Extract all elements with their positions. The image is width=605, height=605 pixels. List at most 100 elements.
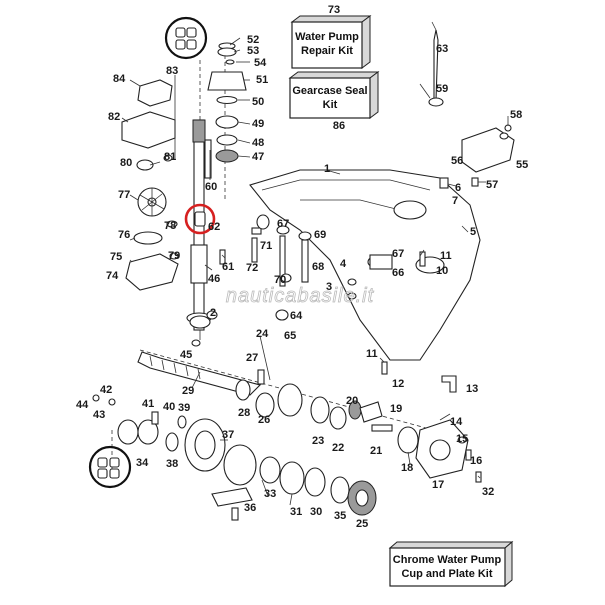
pump-housing bbox=[121, 111, 176, 149]
callout-81: 81 bbox=[164, 151, 176, 163]
callout-57: 57 bbox=[486, 179, 498, 191]
callout-35: 36 bbox=[244, 502, 256, 514]
callout-6: 6 bbox=[455, 182, 461, 194]
callout-30: 35 bbox=[334, 510, 346, 522]
callout-28: 28 bbox=[238, 407, 250, 419]
callout-44: 44 bbox=[76, 399, 89, 411]
chrome-kit-line2: Cup and Plate Kit bbox=[401, 568, 492, 580]
callout-18: 32 bbox=[482, 486, 494, 498]
impeller bbox=[137, 187, 167, 217]
callout-16: 17 bbox=[432, 479, 444, 491]
callout-51: 51 bbox=[256, 74, 268, 86]
callout-31: 30 bbox=[310, 506, 322, 518]
callout-4: 4 bbox=[340, 258, 347, 270]
gearcase-seal-kit-line2: Kit bbox=[323, 99, 338, 111]
callout-37: 38 bbox=[166, 458, 178, 470]
callout-66: 66 bbox=[392, 267, 404, 279]
callout-41: 41 bbox=[142, 398, 154, 410]
callout-73: 73 bbox=[328, 4, 340, 16]
callout-15: 16 bbox=[470, 455, 482, 467]
callout-11a: 11 bbox=[440, 250, 452, 262]
bearing-carrier bbox=[397, 419, 469, 479]
callout-39: 39 bbox=[178, 402, 190, 414]
callout-21: 21 bbox=[370, 445, 382, 457]
callout-71: 71 bbox=[260, 240, 272, 252]
highlight-circle bbox=[184, 203, 216, 235]
water-pump-kit-line2: Repair Kit bbox=[301, 45, 353, 57]
callout-82: 82 bbox=[108, 111, 120, 123]
callout-17: 18 bbox=[401, 462, 413, 474]
callout-42: 42 bbox=[100, 384, 112, 396]
pump-housing-top bbox=[137, 79, 173, 107]
chrome-kit-line1: Chrome Water Pump bbox=[393, 554, 502, 566]
callout-10b: 12 bbox=[392, 378, 404, 390]
callout-84: 84 bbox=[113, 73, 126, 85]
highlighted-seal-group-bottom bbox=[88, 445, 132, 489]
callout-86: 86 bbox=[333, 120, 345, 132]
callout-56: 56 bbox=[451, 155, 463, 167]
callout-32: 37 bbox=[222, 429, 234, 441]
callout-53: 53 bbox=[247, 45, 259, 57]
callout-23: 23 bbox=[312, 435, 324, 447]
watermark-text: nauticabasile.it bbox=[226, 285, 375, 307]
callout-80: 80 bbox=[120, 157, 132, 169]
callout-24: 24 bbox=[256, 328, 269, 340]
callout-34: 33 bbox=[264, 488, 276, 500]
callout-65: 65 bbox=[284, 330, 296, 342]
callout-58: 58 bbox=[510, 109, 522, 121]
callout-25: 25 bbox=[356, 518, 368, 530]
callout-78: 78 bbox=[164, 220, 176, 232]
callout-68: 68 bbox=[312, 261, 324, 273]
chrome-water-pump-kit-box: Chrome Water Pump Cup and Plate Kit bbox=[388, 540, 514, 588]
callout-10a: 10 bbox=[436, 265, 448, 277]
callout-49: 49 bbox=[252, 118, 264, 130]
callout-40: 40 bbox=[163, 401, 175, 413]
callout-38: 34 bbox=[136, 457, 149, 469]
callout-59: 59 bbox=[436, 83, 448, 95]
callout-72: 72 bbox=[246, 262, 258, 274]
water-pump-repair-kit-box: Water Pump Repair Kit 73 bbox=[290, 4, 372, 69]
callout-75: 75 bbox=[110, 251, 122, 263]
callout-64: 64 bbox=[290, 310, 303, 322]
callout-48: 48 bbox=[252, 137, 264, 149]
callout-47: 47 bbox=[252, 151, 264, 163]
callout-54: 54 bbox=[254, 57, 267, 69]
callout-3: 3 bbox=[326, 281, 332, 293]
callout-76: 76 bbox=[118, 229, 130, 241]
callout-67b: 67 bbox=[392, 248, 404, 260]
callout-60: 60 bbox=[205, 181, 217, 193]
water-pump-kit-line1: Water Pump bbox=[295, 31, 359, 43]
reverse-gear bbox=[184, 418, 281, 486]
highlighted-seal-group-top bbox=[164, 16, 208, 60]
callout-50: 50 bbox=[252, 96, 264, 108]
callout-63: 63 bbox=[436, 43, 448, 55]
callout-70: 70 bbox=[274, 274, 286, 286]
callout-61: 61 bbox=[222, 261, 234, 273]
callout-26: 26 bbox=[258, 414, 270, 426]
callout-12: 13 bbox=[466, 383, 478, 395]
callout-79: 79 bbox=[168, 250, 180, 262]
callout-7: 7 bbox=[452, 195, 458, 207]
callout-33: 31 bbox=[290, 506, 302, 518]
callout-22: 22 bbox=[332, 442, 344, 454]
callout-77: 77 bbox=[118, 189, 130, 201]
callout-45: 45 bbox=[180, 349, 192, 361]
callout-1: 1 bbox=[324, 163, 330, 175]
callout-11b: 11 bbox=[366, 348, 378, 360]
anode-plate bbox=[461, 127, 515, 173]
callout-5: 5 bbox=[470, 226, 476, 238]
callout-62: 62 bbox=[208, 221, 220, 233]
callout-labels: 52 53 54 51 50 49 48 47 83 84 82 81 80 7… bbox=[76, 34, 528, 530]
callout-13: 14 bbox=[450, 416, 463, 428]
callout-2: 2 bbox=[210, 307, 216, 319]
gearcase-seal-kit-line1: Gearcase Seal bbox=[292, 85, 367, 97]
callout-43: 43 bbox=[93, 409, 105, 421]
callout-67a: 67 bbox=[277, 218, 289, 230]
callout-29: 29 bbox=[182, 385, 194, 397]
callout-27: 27 bbox=[246, 352, 258, 364]
callout-46: 46 bbox=[208, 273, 220, 285]
callout-14: 15 bbox=[456, 433, 468, 445]
callout-83: 83 bbox=[166, 65, 178, 77]
pump-plate bbox=[125, 253, 179, 291]
